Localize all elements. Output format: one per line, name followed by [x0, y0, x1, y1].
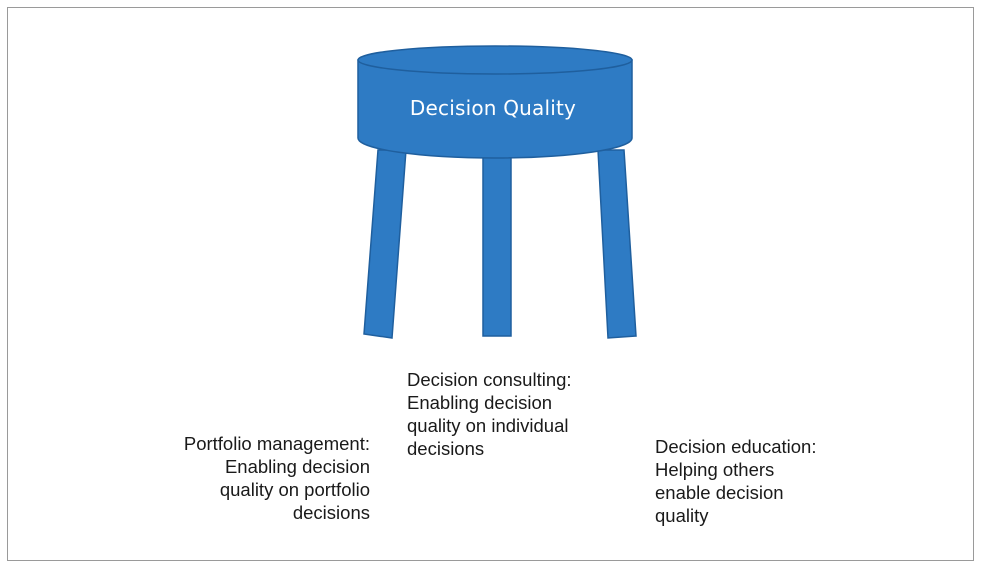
caption-line: quality on portfolio — [219, 479, 370, 500]
caption-line: quality — [655, 505, 709, 526]
caption-line: Decision education: — [655, 436, 817, 457]
caption-decision-education: Decision education: Helping others enabl… — [655, 435, 816, 527]
caption-decision-consulting: Decision consulting: Enabling decision q… — [407, 368, 572, 460]
caption-line: Decision consulting: — [407, 369, 572, 390]
stool-graphic — [357, 45, 637, 339]
stool-leg-left — [363, 149, 407, 339]
seat-label: Decision Quality — [409, 96, 577, 120]
stool-seat-body — [357, 59, 633, 159]
caption-line: Portfolio management: — [183, 433, 370, 454]
stool-seat-top — [357, 45, 633, 75]
caption-line: Enabling decision — [407, 392, 553, 413]
caption-line: decisions — [292, 502, 370, 523]
caption-line: enable decision — [655, 482, 784, 503]
caption-portfolio-management: Portfolio management: Enabling decision … — [184, 432, 370, 524]
stool-leg-right — [597, 149, 637, 339]
stool-leg-middle — [482, 151, 512, 337]
caption-line: quality on individual — [407, 415, 569, 436]
caption-line: decisions — [407, 438, 485, 459]
caption-line: Helping others — [655, 459, 775, 480]
caption-line: Enabling decision — [224, 456, 370, 477]
